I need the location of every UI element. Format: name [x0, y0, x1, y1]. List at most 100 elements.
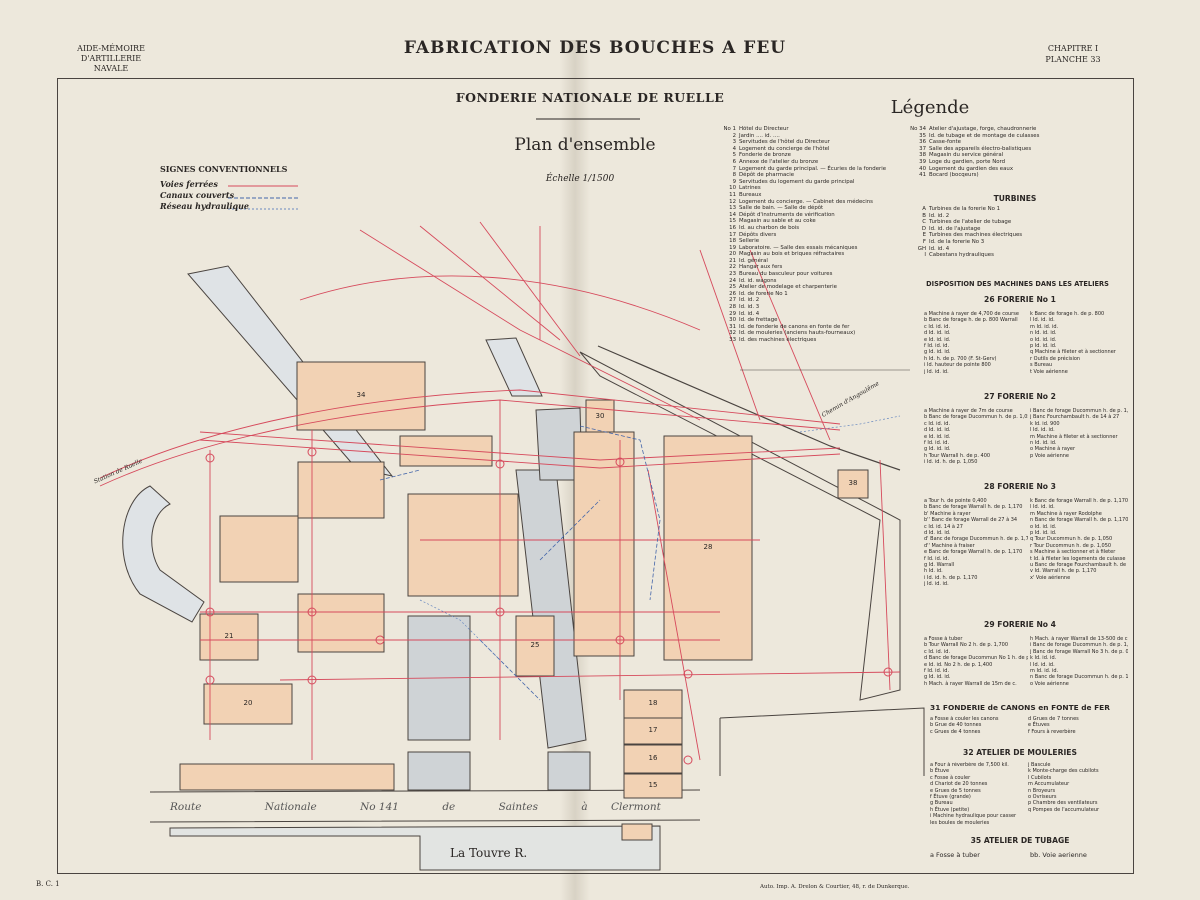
machine-row: b Tour Warrall No 2 h. de p. 1,700: [924, 642, 1008, 649]
tubage-left: a Fosse à tuber: [930, 852, 980, 859]
header-left-line1: AIDE-MÉMOIRE: [77, 44, 145, 53]
legend-text: Hangar aux fers: [739, 264, 783, 271]
legend-text: Bureau du basculeur pour voitures: [739, 271, 833, 278]
signe-reseau: Réseau hydraulique: [160, 201, 249, 211]
legend-text: Id. id. 3: [739, 304, 760, 311]
legend-text: Annexe de l'atelier du bronze: [739, 158, 819, 165]
building-32: [407, 493, 519, 597]
legend-number: 9: [732, 178, 736, 185]
machine-row: g Id. id. id.: [924, 674, 951, 681]
legend-title: Légende: [890, 97, 970, 118]
machine-row: d Banc de forage Ducommun No 1 h. de p. …: [924, 655, 1028, 662]
machine-row: c Grues de 4 tonnes: [930, 728, 981, 735]
machine-row: d Id. id. id.: [924, 330, 951, 337]
legend-text: Jardin .... id. ....: [739, 132, 780, 139]
forerie-right: i Banc de forage Ducommun h. de p. 1,050…: [1030, 408, 1128, 459]
machine-row: g Bureau: [930, 800, 953, 807]
legend-text: Bureaux: [739, 191, 762, 198]
machine-row: e Banc de forage Warrall h. de p. 1,170: [924, 549, 1023, 556]
machine-row: l Cubilots: [1028, 774, 1052, 781]
legend-number: 6: [732, 158, 736, 165]
machine-row: k Banc de forage h. de p. 800: [1030, 311, 1105, 317]
building-40: [621, 823, 653, 841]
legend-text: Dépôts divers: [739, 231, 777, 238]
legend-text: Id. des machines électriques: [739, 337, 817, 343]
forerie-right: h Mach. à rayer Warrall de 13-500 de c.i…: [1030, 636, 1128, 687]
machine-row: d Id. id. id.: [924, 427, 951, 434]
machine-row: o Ovriseurs: [1028, 794, 1057, 801]
machine-row: p Id. id. id.: [1030, 343, 1057, 350]
legend-text: Hôtel du Directeur: [739, 126, 789, 132]
legend-number: No 34: [910, 126, 926, 132]
building: [837, 469, 869, 499]
legend-number: 19: [729, 244, 736, 251]
legend-text: Id. général: [739, 257, 768, 264]
legend-number: 16: [729, 224, 736, 231]
legend-text: Id. de tubage et de montage de culasses: [929, 132, 1040, 139]
legend-number: 24: [729, 277, 736, 284]
machine-row: k Id. id. id.: [1030, 655, 1057, 662]
machine-row: t Voie aérienne: [1030, 368, 1068, 375]
legend-number: 15: [729, 218, 736, 225]
machine-row: s Machine à sectionner et à fileter: [1030, 549, 1116, 556]
machine-row: f Id. id. id.: [924, 668, 950, 675]
machine-row: m Id. id. id.: [1030, 323, 1059, 330]
legend-number: F: [922, 238, 926, 245]
machine-row: n Broyeurs: [1028, 787, 1056, 794]
buildings-layer: [199, 361, 869, 799]
machine-row: e Id. id. id.: [924, 336, 951, 343]
legend-text: Id. de frettage: [739, 317, 778, 324]
legend-text: Bocard (bocqeurs): [929, 172, 979, 179]
legend-number: No 1: [723, 126, 736, 132]
tubage-title: 35 ATELIER DE TUBAGE: [970, 836, 1070, 845]
machine-row: d Grues de 7 tonnes: [1028, 716, 1079, 722]
header-left: AIDE-MÉMOIRE D'ARTILLERIE NAVALE: [66, 44, 156, 74]
machine-row: l Id. id. id.: [1030, 427, 1055, 434]
machine-row: p Id. id. id.: [1030, 530, 1057, 537]
signe-canaux: Canaux couverts: [160, 190, 235, 200]
legend-number: 32: [729, 330, 736, 337]
legend-number: A: [922, 206, 926, 212]
building-31: [219, 515, 299, 583]
building: [585, 399, 615, 435]
machine-row: d Id. id. id.: [924, 530, 951, 537]
machine-row: t Id. à fileter les logements de culasse: [1030, 555, 1126, 562]
legend-number: 25: [729, 284, 736, 291]
legend-text: Fonderie de bronze: [739, 152, 791, 159]
machine-row: l Id. id. id.: [1030, 317, 1055, 324]
plan-subtitle: FONDERIE NATIONALE DE RUELLE: [455, 90, 725, 105]
legend-number: 5: [732, 152, 736, 159]
building: [663, 435, 753, 661]
machine-row: b' Machine à rayer: [924, 510, 971, 517]
building-number: 25: [530, 641, 540, 649]
machine-row: b Grue de 40 tonnes: [930, 722, 982, 729]
machine-row: m Machine à rayer Rodolphe: [1030, 510, 1102, 517]
building-number: 20: [243, 699, 253, 707]
legend-number: 37: [919, 145, 926, 152]
legend-text: Dépôt de pharmacie: [739, 172, 795, 179]
machine-row: f Id. id. id.: [924, 555, 950, 562]
